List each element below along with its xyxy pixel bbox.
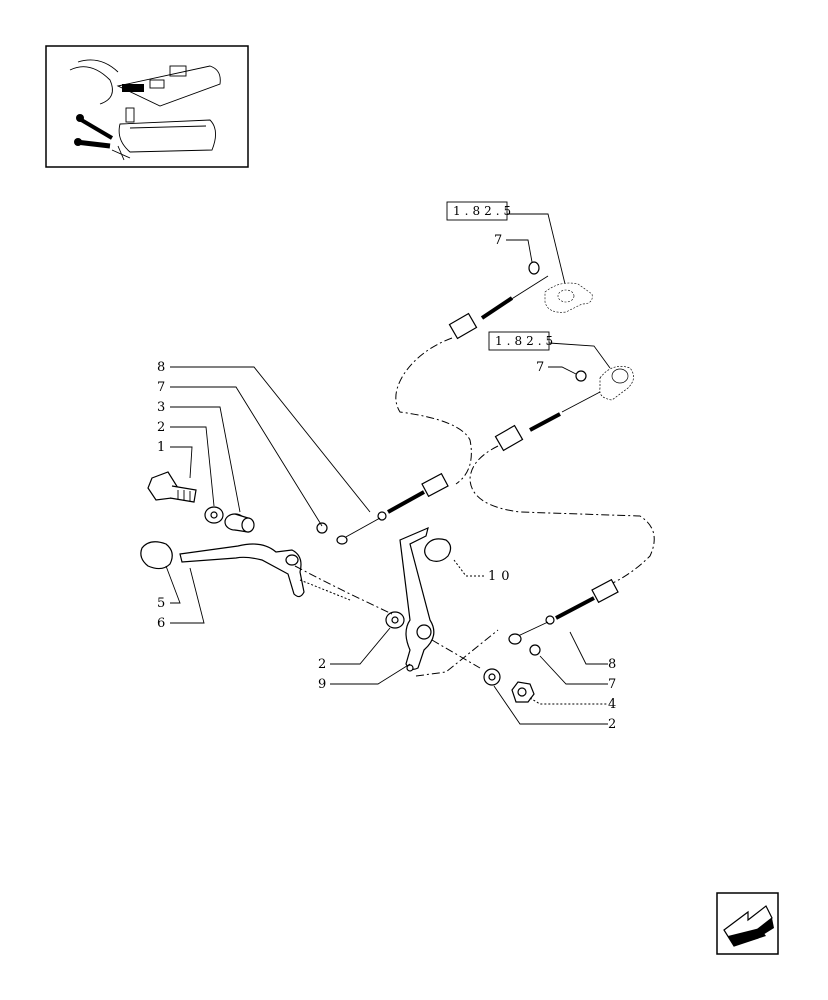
bushing-3 [224, 513, 255, 533]
assembly-axis [294, 565, 481, 669]
leader-7-mid [548, 366, 577, 375]
callout-7-mid: 7 [536, 360, 544, 375]
callout-10: 10 [488, 569, 515, 584]
callout-1: 1 [157, 440, 165, 455]
clip-7-right [529, 644, 541, 656]
location-thumbnail [45, 45, 249, 168]
knob-5 [140, 541, 173, 570]
lever-6 [179, 543, 305, 598]
reference-leader-top [507, 213, 567, 289]
leader-4 [529, 697, 608, 705]
leader-3 [170, 406, 241, 513]
lever-9 [399, 526, 435, 672]
cable-right-lower [508, 578, 619, 645]
leader-7-left [170, 386, 323, 527]
middle-cable [469, 391, 655, 587]
leader-5 [165, 565, 181, 604]
reference-label-top: 1.82.5 [453, 204, 515, 218]
reference-box-mid[interactable]: 1.82.5 [488, 331, 557, 351]
leader-10 [453, 559, 486, 577]
callout-8-left: 8 [157, 360, 165, 375]
callout-9: 9 [318, 677, 326, 692]
bolt-1 [147, 471, 197, 503]
callout-3: 3 [157, 400, 165, 415]
leader-1 [170, 446, 193, 479]
nut-4 [511, 681, 535, 703]
clip-7-top [528, 261, 540, 275]
callout-7-top: 7 [494, 233, 502, 248]
callout-8-right: 8 [608, 657, 616, 672]
leader-2-left [170, 426, 215, 507]
knob-10 [424, 538, 452, 562]
callout-6: 6 [157, 616, 165, 631]
clip-7-mid [575, 370, 587, 382]
reference-label-mid: 1.82.5 [495, 334, 557, 348]
upper-lever-arm [544, 282, 593, 313]
callout-2-mid: 2 [318, 657, 326, 672]
leader-9 [330, 663, 411, 685]
leader-7-right [539, 655, 608, 685]
clip-7-left [316, 522, 328, 534]
upper-cable [395, 275, 549, 485]
callout-4: 4 [608, 697, 616, 712]
callout-7-right: 7 [608, 677, 616, 692]
reference-leader-mid [548, 342, 611, 369]
middle-lever-arm [599, 366, 634, 401]
cable-left-lower [336, 472, 449, 545]
callout-7-left: 7 [157, 380, 165, 395]
leader-7-top [506, 239, 533, 263]
arrow-icon [723, 905, 774, 947]
leader-2-mid [330, 627, 391, 665]
leader-8-right [569, 631, 608, 665]
callout-5: 5 [157, 596, 165, 611]
reference-box-top[interactable]: 1.82.5 [446, 201, 515, 221]
callout-2-left: 2 [157, 420, 165, 435]
leader-6 [170, 567, 205, 624]
leader-8-left [170, 366, 371, 513]
next-page-button[interactable] [716, 892, 779, 955]
callout-2-right: 2 [608, 717, 616, 732]
leader-2-right [493, 685, 608, 725]
